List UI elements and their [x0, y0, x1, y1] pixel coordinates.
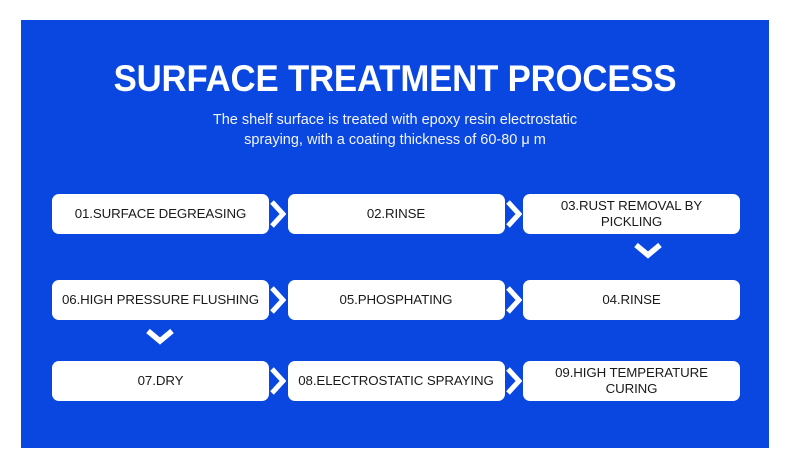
page-title: SURFACE TREATMENT PROCESS	[113, 58, 677, 99]
step-box-01[interactable]: 01.SURFACE DEGREASING	[52, 194, 269, 234]
step-label-07: 07.DRY	[137, 373, 184, 388]
chevron-right-icon	[505, 194, 523, 234]
subtitle-line-1: The shelf surface is treated with epoxy …	[212, 112, 578, 128]
chevron-right-icon	[505, 361, 523, 401]
process-flow: 01.SURFACE DEGREASING 02.RINSE 03.RUST	[52, 194, 740, 401]
step-label-06: 06.HIGH PRESSURE FLUSHING	[62, 292, 259, 307]
step-label-08: 08.ELECTROSTATIC SPRAYING	[298, 373, 494, 388]
blue-panel: SURFACE TREATMENT PROCESS The shelf surf…	[21, 20, 769, 448]
step-label-02: 02.RINSE	[366, 206, 426, 221]
step-label-03: 03.RUST REMOVAL BY PICKLING	[560, 198, 703, 229]
step-box-08[interactable]: 08.ELECTROSTATIC SPRAYING	[287, 361, 505, 401]
step-label-01: 01.SURFACE DEGREASING	[74, 206, 247, 221]
step-box-02[interactable]: 02.RINSE	[287, 194, 505, 234]
flow-row-3: 07.DRY 08.ELECTROSTATIC SPRAYING 09.HI	[52, 361, 740, 401]
flow-connector-row-1-2	[52, 234, 740, 280]
chevron-down-icon	[632, 240, 664, 260]
step-box-05[interactable]: 05.PHOSPHATING	[287, 280, 505, 320]
flow-row-1: 01.SURFACE DEGREASING 02.RINSE 03.RUST	[52, 194, 740, 234]
chevron-right-icon	[269, 194, 287, 234]
flow-connector-row-2-3	[52, 320, 740, 361]
step-box-06[interactable]: 06.HIGH PRESSURE FLUSHING	[52, 280, 269, 320]
chevron-right-icon	[269, 280, 287, 320]
header: SURFACE TREATMENT PROCESS The shelf surf…	[21, 20, 769, 150]
step-label-05: 05.PHOSPHATING	[339, 292, 453, 307]
step-box-04[interactable]: 04.RINSE	[523, 280, 740, 320]
step-label-04: 04.RINSE	[602, 292, 661, 307]
step-box-09[interactable]: 09.HIGH TEMPERATURE CURING	[523, 361, 740, 401]
chevron-right-icon	[269, 361, 287, 401]
page-subtitle: The shelf surface is treated with epoxy …	[21, 100, 769, 150]
chevron-down-icon	[144, 326, 176, 346]
step-label-09: 09.HIGH TEMPERATURE CURING	[555, 365, 708, 396]
chevron-right-icon	[505, 280, 523, 320]
subtitle-line-2: spraying, with a coating thickness of 60…	[244, 132, 546, 148]
step-box-03[interactable]: 03.RUST REMOVAL BY PICKLING	[523, 194, 740, 234]
step-box-07[interactable]: 07.DRY	[52, 361, 269, 401]
flow-row-2: 06.HIGH PRESSURE FLUSHING 05.PHOSPHATING	[52, 280, 740, 320]
